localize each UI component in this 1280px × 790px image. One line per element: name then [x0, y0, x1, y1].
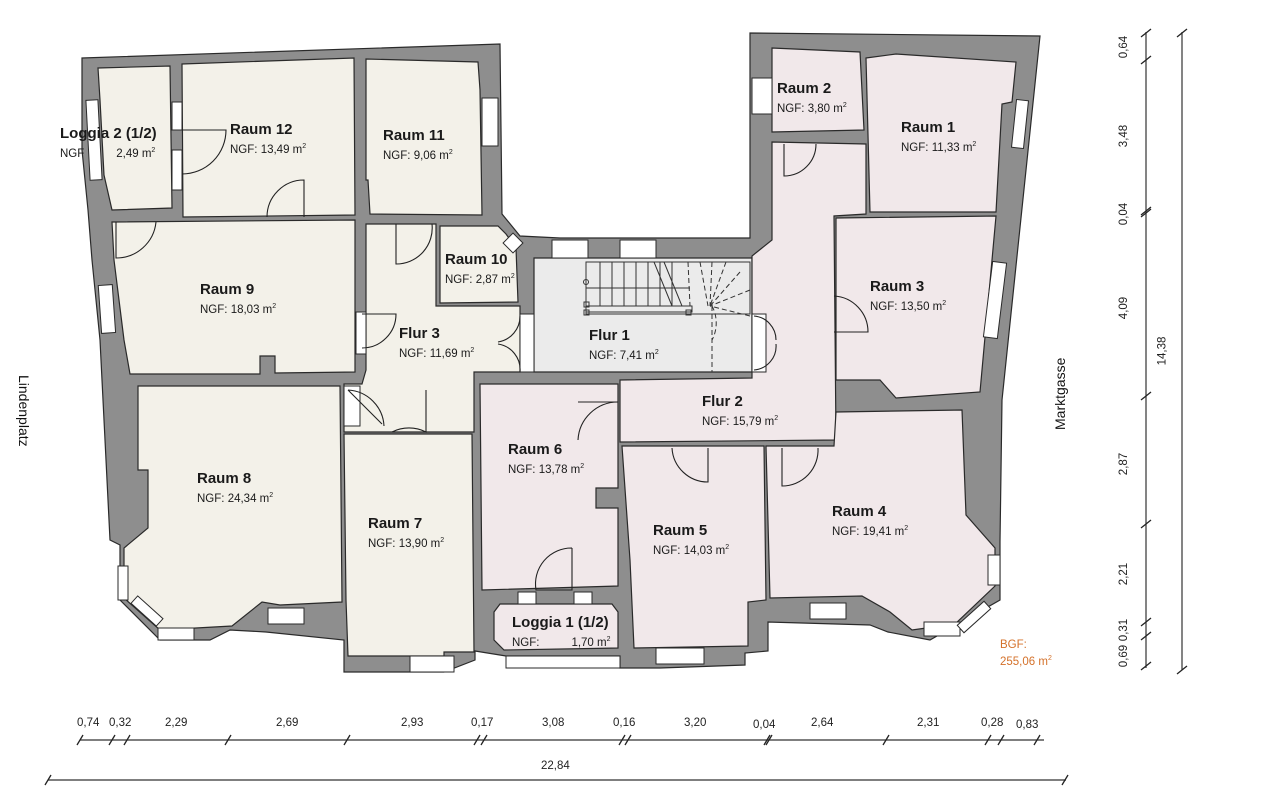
room-area: NGF: 11,33 m2	[901, 141, 977, 154]
room-label-flur-3: Flur 3 NGF: 11,69 m2	[399, 325, 474, 362]
room-raum-5	[621, 445, 767, 649]
dim-h-11: 2,31	[917, 717, 940, 729]
room-raum-4	[765, 409, 996, 631]
room-name: Flur 2	[702, 393, 743, 410]
room-name: Flur 3	[399, 325, 440, 342]
room-raum-7	[343, 433, 475, 657]
room-area: NGF: 15,79 m2	[702, 415, 779, 428]
room-area: NGF: 19,41 m2	[832, 525, 909, 538]
dim-v-1: 3,48	[1118, 124, 1131, 148]
bgf-total: BGF: 255,06 m2	[1000, 639, 1052, 668]
room-flur-3	[343, 223, 521, 433]
room-area: NGF 2,49 m2	[60, 147, 156, 160]
room-raum-9	[111, 219, 356, 375]
room-area: NGF: 13,49 m2	[230, 143, 307, 156]
room-label-raum-1: Raum 1 NGF: 11,33 m2	[901, 119, 976, 156]
room-area: NGF: 18,03 m2	[200, 303, 277, 316]
room-name: Raum 6	[508, 441, 563, 458]
room-area: NGF: 13,78 m2	[508, 463, 585, 476]
staircase	[583, 261, 751, 372]
room-label-raum-5: Raum 5 NGF: 14,03 m2	[653, 522, 729, 559]
dim-h-4: 2,93	[401, 717, 424, 729]
dim-h-8: 3,20	[684, 717, 707, 729]
room-area: NGF: 24,34 m2	[197, 492, 274, 505]
dim-v-4: 2,87	[1118, 452, 1131, 476]
street-label-right: Marktgasse	[1052, 357, 1068, 430]
door-swings	[115, 129, 869, 591]
room-area: NGF: 11,69 m2	[399, 347, 475, 360]
dim-h-7: 0,16	[613, 717, 636, 729]
dim-h-2: 2,29	[165, 717, 188, 729]
dim-v-2: 0,04	[1118, 202, 1131, 226]
room-name: Raum 9	[200, 281, 255, 298]
dim-v-0: 0,64	[1118, 35, 1131, 59]
room-name: Raum 12	[230, 121, 293, 138]
room-name: Raum 4	[832, 503, 887, 520]
room-label-raum-6: Raum 6 NGF: 13,78 m2	[508, 441, 584, 478]
room-label-raum-2: Raum 2 NGF: 3,80 m2	[777, 80, 847, 117]
room-label-raum-11: Raum 11 NGF: 9,06 m2	[383, 127, 453, 164]
room-name: Loggia 1 (1/2)	[512, 614, 609, 631]
room-area: NGF: 3,80 m2	[777, 102, 847, 115]
room-label-flur-2: Flur 2 NGF: 15,79 m2	[702, 393, 778, 430]
room-area: NGF: 1,70 m2	[512, 636, 611, 649]
room-name: Raum 8	[197, 470, 252, 487]
bgf-label: BGF:	[1000, 639, 1027, 651]
room-name: Flur 1	[589, 327, 630, 344]
room-area: NGF: 9,06 m2	[383, 149, 453, 162]
room-label-raum-9: Raum 9 NGF: 18,03 m2	[200, 281, 276, 318]
room-label-raum-10: Raum 10 NGF: 2,87 m2	[445, 251, 515, 288]
room-name: Raum 11	[383, 127, 445, 144]
room-name: Raum 7	[368, 515, 423, 532]
dim-v-7: 0,69	[1118, 644, 1131, 668]
room-name: Raum 1	[901, 119, 956, 136]
street-label-left: Lindenplatz	[16, 375, 32, 447]
room-raum-12	[181, 57, 356, 218]
room-area: NGF: 2,87 m2	[445, 273, 515, 286]
dim-h-total: 22,84	[541, 760, 570, 772]
room-label-loggia-2: Loggia 2 (1/2) NGF 2,49 m2	[60, 125, 157, 162]
room-label-raum-4: Raum 4 NGF: 19,41 m2	[832, 503, 908, 540]
room-label-raum-8: Raum 8 NGF: 24,34 m2	[197, 470, 273, 507]
windows	[85, 77, 1030, 673]
dim-h-6: 3,08	[542, 717, 565, 729]
room-area: NGF: 7,41 m2	[589, 349, 659, 362]
room-raum-11	[365, 58, 483, 216]
room-raum-8	[123, 385, 343, 631]
dim-h-0: 0,74	[77, 717, 100, 729]
dim-h-3: 2,69	[276, 717, 299, 729]
dim-v-3: 4,09	[1118, 296, 1131, 320]
room-raum-6	[479, 383, 619, 591]
dim-h-10: 2,64	[811, 717, 834, 729]
room-name: Loggia 2 (1/2)	[60, 125, 157, 142]
room-name: Raum 3	[870, 278, 925, 295]
dim-v-5: 2,21	[1118, 562, 1131, 586]
room-name: Raum 5	[653, 522, 708, 539]
room-name: Raum 2	[777, 80, 832, 97]
room-label-raum-7: Raum 7 NGF: 13,90 m2	[368, 515, 444, 552]
horizontal-dimension-chain	[44, 734, 1069, 786]
dim-h-12: 0,28	[981, 717, 1004, 729]
dim-v-total: 14,38	[1156, 336, 1169, 366]
room-raum-1	[865, 53, 1017, 213]
dim-h-13: 0,83	[1016, 719, 1039, 731]
room-label-flur-1: Flur 1 NGF: 7,41 m2	[589, 327, 659, 364]
room-area: NGF: 14,03 m2	[653, 544, 730, 557]
room-label-loggia-1: Loggia 1 (1/2) NGF: 1,70 m2	[512, 614, 611, 651]
room-area: NGF: 13,50 m2	[870, 300, 947, 313]
vertical-dimension-chain	[1140, 28, 1188, 675]
room-flur-2	[619, 141, 867, 443]
dim-v-6: 0,31	[1118, 618, 1131, 642]
room-label-raum-12: Raum 12 NGF: 13,49 m2	[230, 121, 306, 158]
room-label-raum-3: Raum 3 NGF: 13,50 m2	[870, 278, 946, 315]
room-loggia-1	[493, 603, 619, 651]
dim-h-5: 0,17	[471, 717, 494, 729]
bgf-value: 255,06	[1000, 656, 1036, 668]
dim-h-1: 0,32	[109, 717, 132, 729]
room-area: NGF: 13,90 m2	[368, 537, 445, 550]
room-name: Raum 10	[445, 251, 508, 268]
dim-h-9: 0,04	[753, 719, 776, 731]
room-loggia-2	[97, 65, 173, 211]
